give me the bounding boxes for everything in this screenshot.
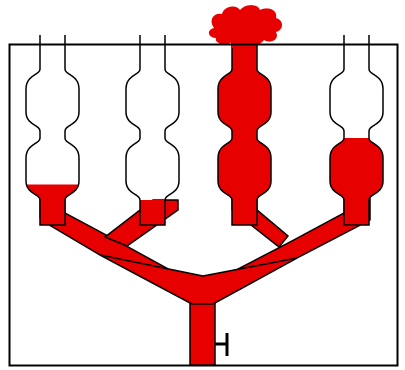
overflow-splash [209,5,282,48]
